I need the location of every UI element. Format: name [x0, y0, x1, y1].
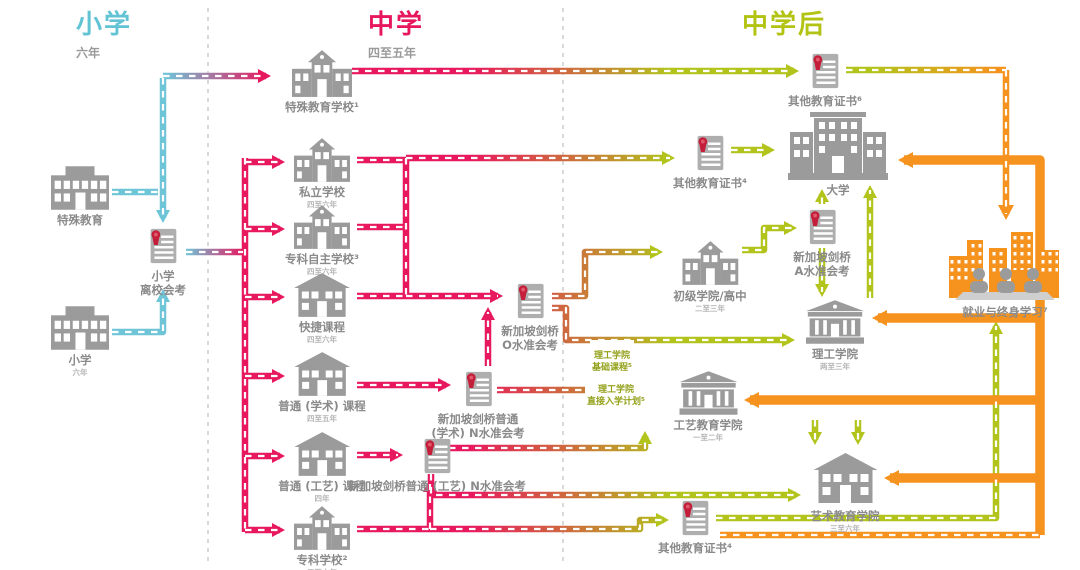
ite-label: 工艺教育学院: [673, 418, 743, 432]
na-course-duration: 四至五年: [307, 414, 337, 424]
a-level-label: 新加坡剑桥 A水准会考: [793, 250, 851, 279]
node-polytechnic: 理工学院 两至三年: [806, 300, 864, 372]
node-other-certificates-bottom: 其他教育证书⁴: [658, 498, 732, 555]
specialised-school-building-icon: [294, 506, 350, 550]
private-school-building-icon: [294, 138, 350, 182]
sap-school-duration: 四至六年: [306, 267, 337, 277]
special-education-building-icon: [51, 166, 109, 210]
node-o-level-exam: 新加坡剑桥 O水准会考: [501, 281, 559, 353]
junior-college-label: 初级学院/高中: [673, 289, 747, 303]
nt-exam-label: 新加坡剑桥普通 (工艺) N水准会考: [348, 479, 526, 493]
o-level-certificate-icon: [512, 281, 548, 321]
node-specialised-school: 专科学校² 五至六年: [294, 506, 350, 570]
nt-exam-certificate-icon: [419, 436, 455, 476]
stage-header-post-secondary: 中学后: [742, 4, 826, 41]
stage-primary-duration: 六年: [76, 46, 101, 60]
specialised-school-label: 专科学校²: [296, 553, 348, 567]
node-other-certificates-mid: 其他教育证书⁴: [673, 133, 747, 190]
node-nt-exam: 新加坡剑桥普通 (工艺) N水准会考: [327, 436, 547, 493]
express-course-duration: 四至六年: [307, 335, 337, 345]
express-course-label: 快捷课程: [299, 320, 345, 334]
node-employment: 就业与终身学习⁷: [949, 226, 1061, 319]
na-course-label: 普通 (学术) 课程: [278, 399, 366, 413]
node-arts-institution: 艺术教育学院 三至六年: [811, 450, 880, 534]
sap-school-building-icon: [294, 205, 350, 249]
university-label: 大学: [826, 183, 850, 197]
poly-direct-entry-text: 理工学院 直接入学计划⁵: [587, 385, 645, 407]
o-level-label: 新加坡剑桥 O水准会考: [501, 324, 559, 353]
node-private-school: 私立学校 四至六年: [294, 138, 350, 210]
ite-duration: 一至二年: [693, 433, 723, 443]
stage-secondary-duration: 四至五年: [368, 46, 417, 60]
node-primary-school: 小学 六年: [51, 306, 109, 378]
node-express-course: 快捷课程 四至六年: [294, 273, 350, 345]
express-course-building-icon: [294, 273, 350, 317]
polytechnic-label: 理工学院: [812, 347, 858, 361]
arts-institution-building-icon: [813, 450, 877, 506]
stage-secondary-title: 中学: [368, 10, 425, 40]
node-special-education: 特殊教育: [51, 166, 109, 227]
stage-primary-title: 小学: [76, 10, 133, 40]
road-dash-overlay: [112, 68, 1040, 537]
private-school-duration: 四至六年: [307, 200, 337, 210]
other-certificates-top-icon: [807, 51, 843, 91]
special-education-label: 特殊教育: [57, 213, 103, 227]
ite-building-icon: [679, 371, 737, 415]
junior-college-building-icon: [682, 240, 738, 286]
university-building-icon: [786, 112, 890, 180]
pathway-roads: [112, 64, 1045, 539]
node-other-certificates-top: 其他教育证书⁶: [788, 51, 862, 108]
other-certificates-mid-label: 其他教育证书⁴: [672, 176, 748, 190]
sped-school-label: 特殊教育学校¹: [284, 100, 360, 114]
node-sped-school: 特殊教育学校¹: [285, 50, 359, 114]
node-ite: 工艺教育学院 一至二年: [674, 371, 743, 443]
na-exam-certificate-icon: [460, 369, 496, 409]
na-course-building-icon: [294, 352, 350, 396]
polytechnic-duration: 两至三年: [820, 362, 850, 372]
other-certificates-top-label: 其他教育证书⁶: [787, 94, 863, 108]
stage-post-title: 中学后: [742, 10, 827, 40]
polytechnic-building-icon: [806, 300, 864, 344]
employment-city-icon: [949, 232, 1059, 300]
node-sap-school: 专科自主学校³ 四至六年: [285, 205, 359, 277]
node-psle: 小学 离校会考: [140, 226, 186, 298]
poly-direct-entry-label: 理工学院 直接入学计划⁵: [585, 374, 647, 408]
arts-institution-duration: 三至六年: [830, 524, 860, 534]
a-level-certificate-icon: [804, 207, 840, 247]
nt-course-duration: 四年: [314, 494, 330, 504]
other-certificates-mid-icon: [692, 133, 728, 173]
nt-course-label: 普通 (工艺) 课程: [278, 479, 366, 493]
primary-school-building-icon: [51, 306, 109, 350]
node-na-course: 普通 (学术) 课程 四至五年: [278, 352, 366, 424]
other-certificates-bottom-label: 其他教育证书⁴: [657, 541, 733, 555]
sap-school-label: 专科自主学校³: [284, 252, 360, 266]
psle-certificate-icon: [145, 226, 181, 266]
junior-college-duration: 二至三年: [694, 304, 725, 314]
sped-school-building-icon: [292, 50, 352, 97]
other-certificates-bottom-icon: [677, 498, 713, 538]
node-junior-college: 初级学院/高中 二至三年: [673, 240, 747, 314]
stage-header-primary: 小学 六年: [76, 4, 132, 61]
node-university: 大学: [786, 112, 890, 197]
psle-label: 小学 离校会考: [140, 269, 186, 298]
node-a-level-exam: 新加坡剑桥 A水准会考: [793, 207, 851, 279]
private-school-label: 私立学校: [299, 185, 345, 199]
arts-institution-label: 艺术教育学院: [810, 509, 880, 523]
node-nt-course: 普通 (工艺) 课程 四年: [278, 432, 366, 504]
employment-label: 就业与终身学习⁷: [962, 305, 1048, 319]
primary-school-duration: 六年: [72, 368, 88, 378]
stage-header-secondary: 中学 四至五年: [368, 4, 424, 61]
primary-school-label: 小学: [68, 353, 92, 367]
node-na-exam: 新加坡剑桥普通 (学术) N水准会考: [431, 369, 525, 441]
poly-foundation-text: 理工学院 基础课程⁵: [592, 351, 632, 373]
na-exam-label: 新加坡剑桥普通 (学术) N水准会考: [431, 412, 525, 441]
specialised-school-duration: 五至六年: [294, 567, 350, 570]
